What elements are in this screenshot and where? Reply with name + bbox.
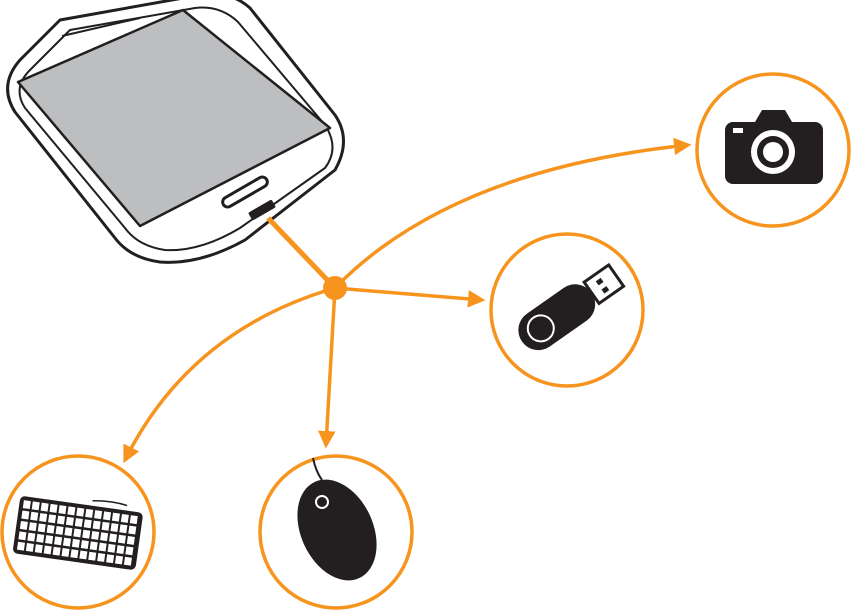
junction-dot	[323, 276, 347, 300]
keyboard-key	[70, 549, 79, 559]
keyboard-key	[43, 545, 52, 555]
keyboard-key	[73, 528, 82, 538]
keyboard-icon	[13, 496, 143, 570]
keyboard-key	[39, 513, 48, 522]
keyboard-key	[89, 541, 98, 551]
arrow-to-camera	[333, 137, 692, 290]
keyboard-key	[16, 541, 25, 551]
keyboard-key	[58, 505, 67, 515]
usb-drive-icon	[518, 262, 626, 351]
keyboard-key	[79, 550, 88, 560]
keyboard-key	[119, 524, 128, 534]
keyboard-key	[67, 506, 76, 516]
keyboard-key	[116, 545, 125, 555]
arrow-to-usb	[334, 286, 486, 308]
keyboard-key	[52, 546, 61, 556]
keyboard-key	[83, 519, 92, 529]
keyboard-key	[25, 543, 34, 552]
keyboard-key	[71, 538, 80, 548]
keyboard-key	[92, 520, 101, 530]
keyboard-key	[82, 529, 91, 539]
keyboard-key	[126, 535, 135, 545]
keyboard-key	[49, 503, 58, 513]
keyboard-key	[110, 523, 119, 532]
keyboard-key	[46, 524, 55, 534]
keyboard-key	[36, 533, 45, 543]
keyboard-key	[30, 511, 39, 521]
camera-icon	[725, 110, 823, 184]
keyboard-key	[74, 518, 83, 527]
keyboard-key	[98, 542, 107, 552]
smartphone-icon	[6, 0, 345, 264]
keyboard-key	[85, 508, 94, 518]
keyboard-key	[31, 501, 40, 511]
keyboard-key	[94, 510, 103, 520]
keyboard-key	[18, 531, 27, 541]
keyboard-key	[117, 534, 126, 544]
keyboard-key	[100, 532, 109, 542]
keyboard-key	[120, 513, 129, 523]
keyboard-key	[21, 510, 30, 520]
keyboard-key	[80, 540, 89, 550]
keyboard-key	[55, 525, 64, 535]
keyboard-key	[56, 515, 66, 525]
keyboard-key	[48, 514, 57, 524]
keyboard-key	[34, 544, 43, 554]
keyboard-key	[103, 511, 112, 521]
phone-cable	[266, 216, 337, 290]
keyboard-key	[129, 515, 138, 525]
keyboard-key	[114, 555, 124, 565]
keyboard-key	[128, 525, 137, 535]
keyboard-key	[37, 523, 46, 533]
keyboard-key	[106, 554, 115, 564]
keyboard-node	[0, 454, 156, 610]
mouse-node	[258, 454, 414, 610]
keyboard-key	[61, 548, 70, 557]
arrow-to-keyboard	[123, 286, 336, 464]
keyboard-key	[27, 532, 36, 542]
keyboard-key	[97, 553, 106, 562]
keyboard-key	[101, 521, 110, 531]
keyboard-key	[62, 537, 72, 547]
keyboard-key	[40, 502, 49, 512]
keyboard-key	[28, 522, 37, 532]
camera-node	[695, 72, 851, 228]
connection-lines	[123, 137, 692, 464]
keyboard-key	[123, 556, 132, 566]
keyboard-key	[19, 520, 28, 530]
mouse-icon	[297, 457, 377, 581]
keyboard-key	[111, 512, 120, 522]
keyboard-key	[65, 516, 74, 526]
keyboard-key	[76, 507, 85, 517]
keyboard-key	[125, 546, 134, 556]
keyboard-key	[22, 500, 31, 510]
keyboard-key	[91, 530, 100, 540]
arrow-to-mouse	[318, 287, 337, 449]
keyboard-key	[88, 551, 97, 561]
usb-node	[489, 232, 645, 388]
keyboard-key	[64, 527, 73, 537]
keyboard-key	[107, 543, 116, 553]
keyboard-key	[54, 536, 63, 546]
keyboard-key	[108, 533, 118, 543]
keyboard-key	[45, 535, 54, 545]
